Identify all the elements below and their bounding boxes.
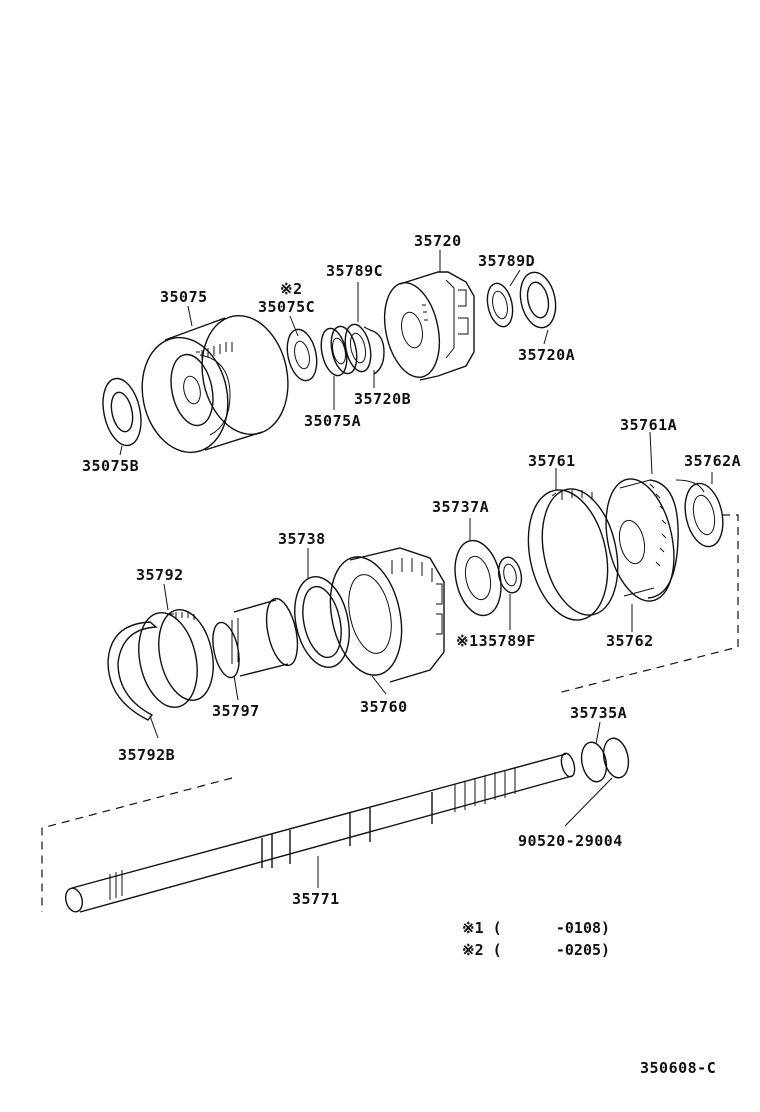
part-35075a-bearing[interactable] bbox=[317, 324, 360, 378]
label-35762a[interactable]: 35762A bbox=[684, 452, 742, 470]
label-35792b[interactable]: 35792B bbox=[118, 746, 176, 764]
part-35075b-washer[interactable] bbox=[97, 375, 146, 449]
leader-lines bbox=[119, 250, 713, 888]
label-35762[interactable]: 35762 bbox=[606, 632, 654, 650]
label-35789c[interactable]: 35789C bbox=[326, 262, 384, 280]
part-35720-carrier[interactable] bbox=[377, 271, 475, 382]
label-35075c-mark: ※2 bbox=[280, 280, 303, 298]
label-35760[interactable]: 35760 bbox=[360, 698, 408, 716]
part-35797-sun-gear[interactable] bbox=[208, 596, 302, 680]
part-35771-shaft[interactable] bbox=[63, 752, 577, 914]
part-35792b-snap-ring[interactable] bbox=[107, 621, 158, 721]
figure-code: 350608-C bbox=[640, 1059, 717, 1077]
label-35792[interactable]: 35792 bbox=[136, 566, 184, 584]
label-35735a[interactable]: 35735A bbox=[570, 704, 628, 722]
label-35797[interactable]: 35797 bbox=[212, 702, 260, 720]
part-90520-29004-ring[interactable] bbox=[600, 736, 632, 780]
label-35789d[interactable]: 35789D bbox=[478, 252, 536, 270]
part-35737a-washer[interactable] bbox=[449, 536, 508, 619]
part-35792-bearing[interactable] bbox=[131, 605, 221, 713]
part-35738-bearing[interactable] bbox=[287, 572, 357, 673]
label-35075[interactable]: 35075 bbox=[160, 288, 208, 306]
label-35720b[interactable]: 35720B bbox=[354, 390, 412, 408]
part-35720b-snap-ring[interactable] bbox=[363, 326, 385, 375]
part-35075-drum[interactable] bbox=[132, 308, 299, 461]
assembly-dashed-outline bbox=[41, 514, 739, 912]
label-35761a[interactable]: 35761A bbox=[620, 416, 678, 434]
part-35789d-washer[interactable] bbox=[484, 281, 517, 329]
label-35720[interactable]: 35720 bbox=[414, 232, 462, 250]
part-35789c-ring[interactable] bbox=[341, 322, 374, 374]
label-35075b[interactable]: 35075B bbox=[82, 457, 140, 475]
part-35760-ring-gear[interactable] bbox=[320, 547, 445, 683]
part-35735a-ring[interactable] bbox=[578, 740, 610, 784]
label-35771[interactable]: 35771 bbox=[292, 890, 340, 908]
label-35737a[interactable]: 35737A bbox=[432, 498, 490, 516]
part-35761a-snap-ring[interactable] bbox=[647, 479, 679, 599]
label-35075a[interactable]: 35075A bbox=[304, 412, 362, 430]
part-35720a-bearing[interactable] bbox=[516, 269, 561, 331]
part-35762a-bearing[interactable] bbox=[675, 479, 728, 550]
label-35720a[interactable]: 35720A bbox=[518, 346, 576, 364]
part-35075c-washer[interactable] bbox=[283, 327, 321, 384]
footnote-1: ※1 ( -0108) bbox=[462, 919, 611, 937]
part-35761-ring[interactable] bbox=[517, 482, 628, 628]
part-35789f-washer[interactable] bbox=[495, 555, 524, 595]
part-35762-gear[interactable] bbox=[596, 473, 684, 608]
label-35761[interactable]: 35761 bbox=[528, 452, 576, 470]
label-35075c[interactable]: 35075C bbox=[258, 298, 316, 316]
label-35789f[interactable]: ※135789F bbox=[456, 632, 536, 650]
label-90520-29004[interactable]: 90520-29004 bbox=[518, 832, 623, 850]
label-35738[interactable]: 35738 bbox=[278, 530, 326, 548]
footnote-2: ※2 ( -0205) bbox=[462, 941, 611, 959]
